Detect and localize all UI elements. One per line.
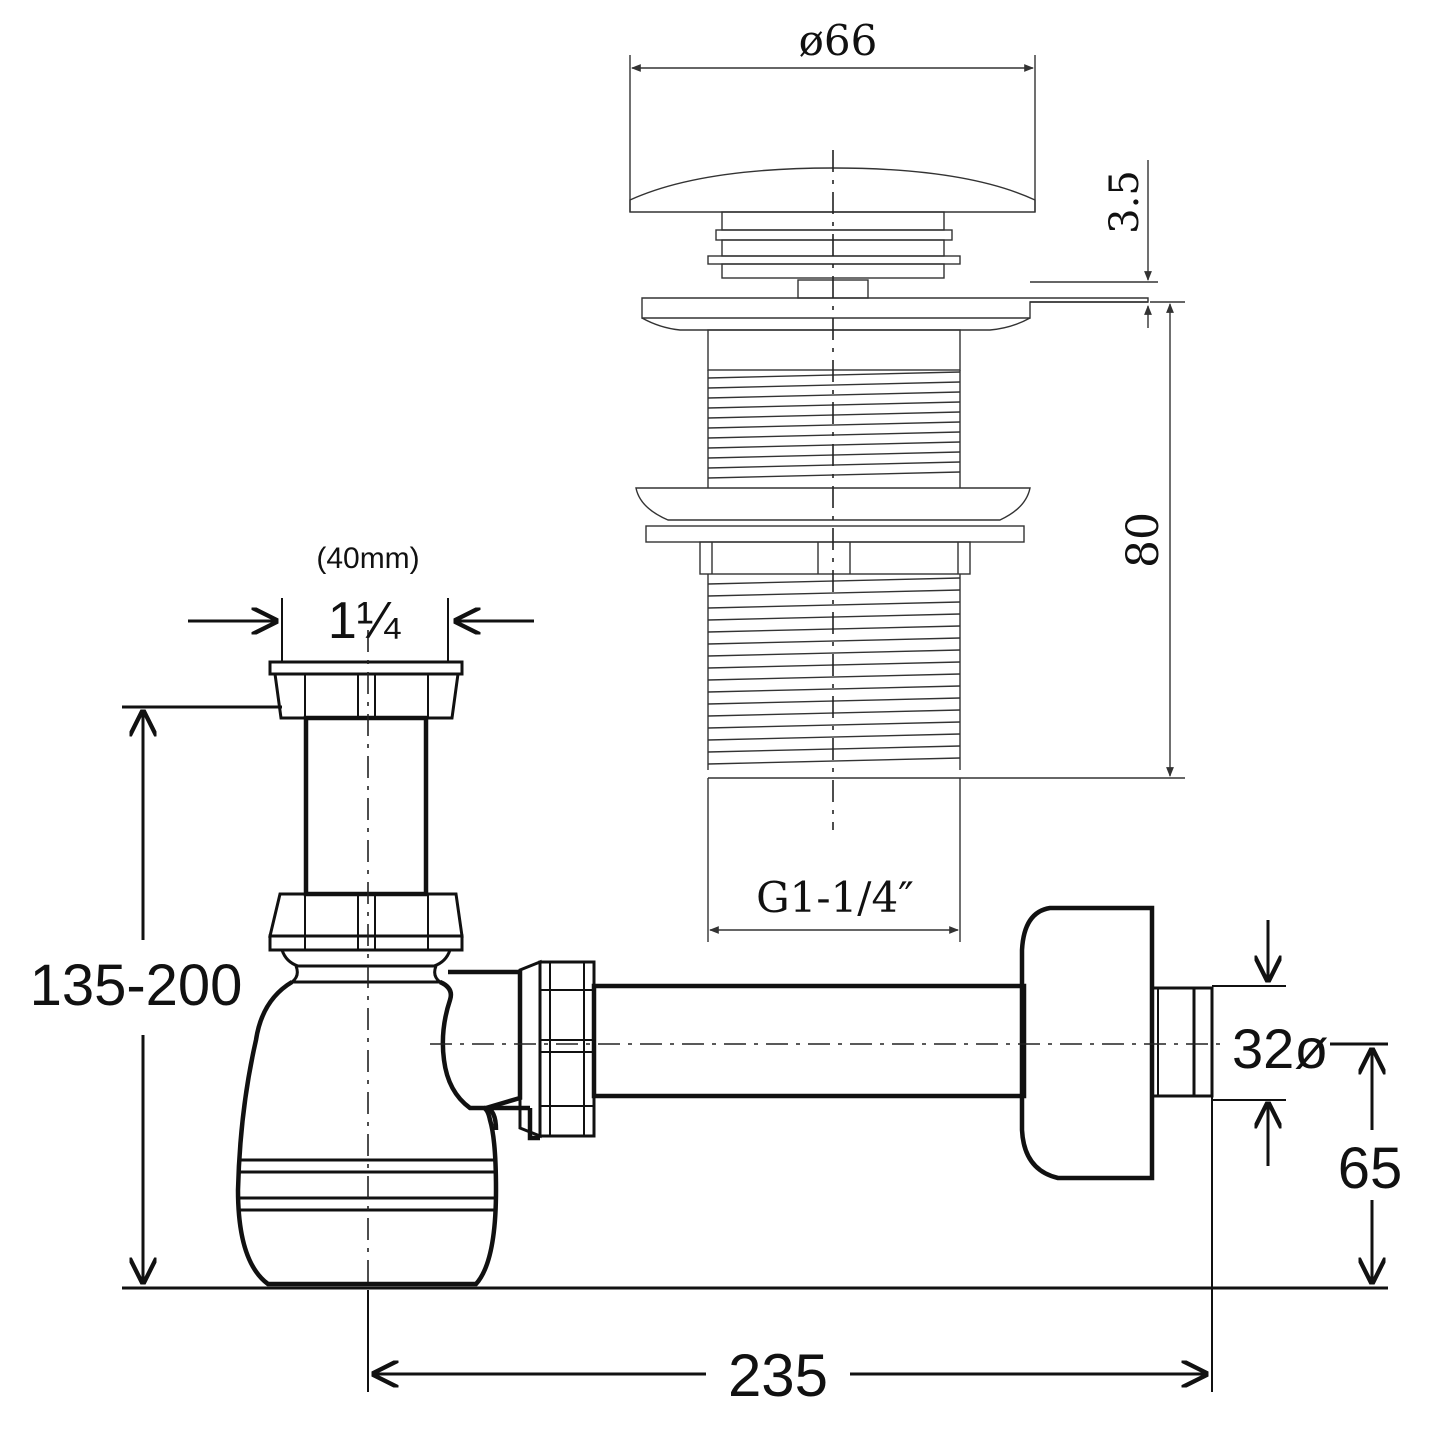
trap-length-label: 235 xyxy=(728,1342,828,1409)
cap-diameter-label: ø66 xyxy=(799,16,878,65)
cap-height-label: 3.5 xyxy=(1102,170,1148,234)
trap-inlet-mm-label: (40mm) xyxy=(316,542,419,575)
outlet-diameter-label: 32ø xyxy=(1232,1017,1329,1080)
lower-thread xyxy=(707,574,961,770)
bottle-trap: (40mm) 1¼ 135-200 32ø 65 235 xyxy=(30,542,1403,1409)
popup-waste: ø66 3.5 80 G1-1/4″ xyxy=(629,16,1185,942)
waste-height-label: 80 xyxy=(1118,512,1169,568)
outlet-height-label: 65 xyxy=(1338,1136,1403,1201)
trap-height-label: 135-200 xyxy=(30,953,243,1018)
waste-thread-label: G1-1/4″ xyxy=(756,873,914,922)
trap-inlet-inch-label: 1¼ xyxy=(328,592,401,650)
upper-thread xyxy=(707,370,961,488)
